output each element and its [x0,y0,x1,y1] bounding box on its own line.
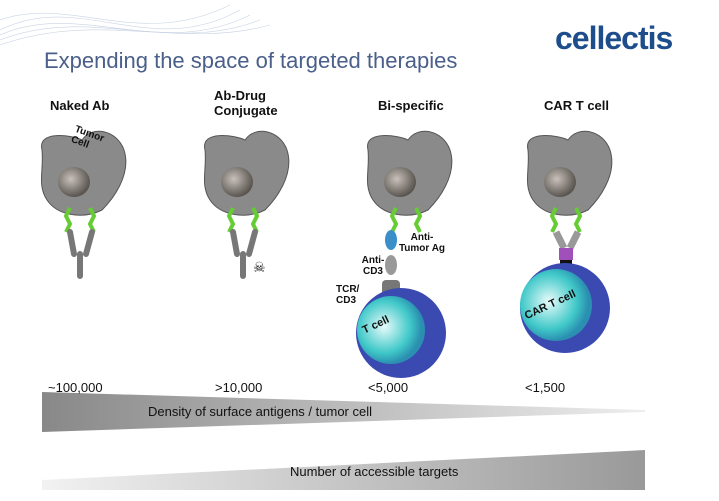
cellectis-logo: cellectis [555,20,673,56]
decorative-waves [0,4,271,46]
skull-icon: ☠ [253,259,266,275]
antigen-icon [549,207,583,233]
antigen-icon [63,207,97,233]
antigen-icon [389,207,423,233]
tumor-nucleus [544,167,576,197]
heading-naked-ab: Naked Ab [50,98,110,113]
tumor-nucleus [58,167,90,197]
anti-tumor-domain [385,230,397,250]
page-title: Expending the space of targeted therapie… [44,48,458,73]
density-naked-ab: ~100,000 [48,380,103,395]
heading-car-t: CAR T cell [544,98,610,113]
density-bispecific: <5,000 [368,380,409,395]
tumor-nucleus [221,167,253,197]
heading-bispecific: Bi-specific [378,98,444,113]
car-hinge [559,248,573,260]
anti-cd3-domain [385,255,397,275]
antibody-icon [230,229,258,279]
car-t-cell-inner [520,269,592,341]
density-car-t: <1,500 [525,380,566,395]
car-binding-domain [552,230,582,250]
antibody-icon [67,229,95,279]
targets-wedge-label: Number of accessible targets [290,464,459,479]
t-cell-inner [357,296,425,364]
antigen-icon [226,207,260,233]
anti-cd3-label: Anti- CD3 [361,255,385,277]
density-wedge-label: Density of surface antigens / tumor cell [148,404,372,419]
density-adc: >10,000 [215,380,263,395]
density-wedge [42,392,645,432]
tumor-nucleus [384,167,416,197]
tcr-label: TCR/ CD3 [336,284,360,306]
anti-tumor-label: Anti- Tumor Ag [398,232,446,254]
heading-adc: Ab-Drug Conjugate [214,88,278,118]
targets-wedge [42,450,645,490]
